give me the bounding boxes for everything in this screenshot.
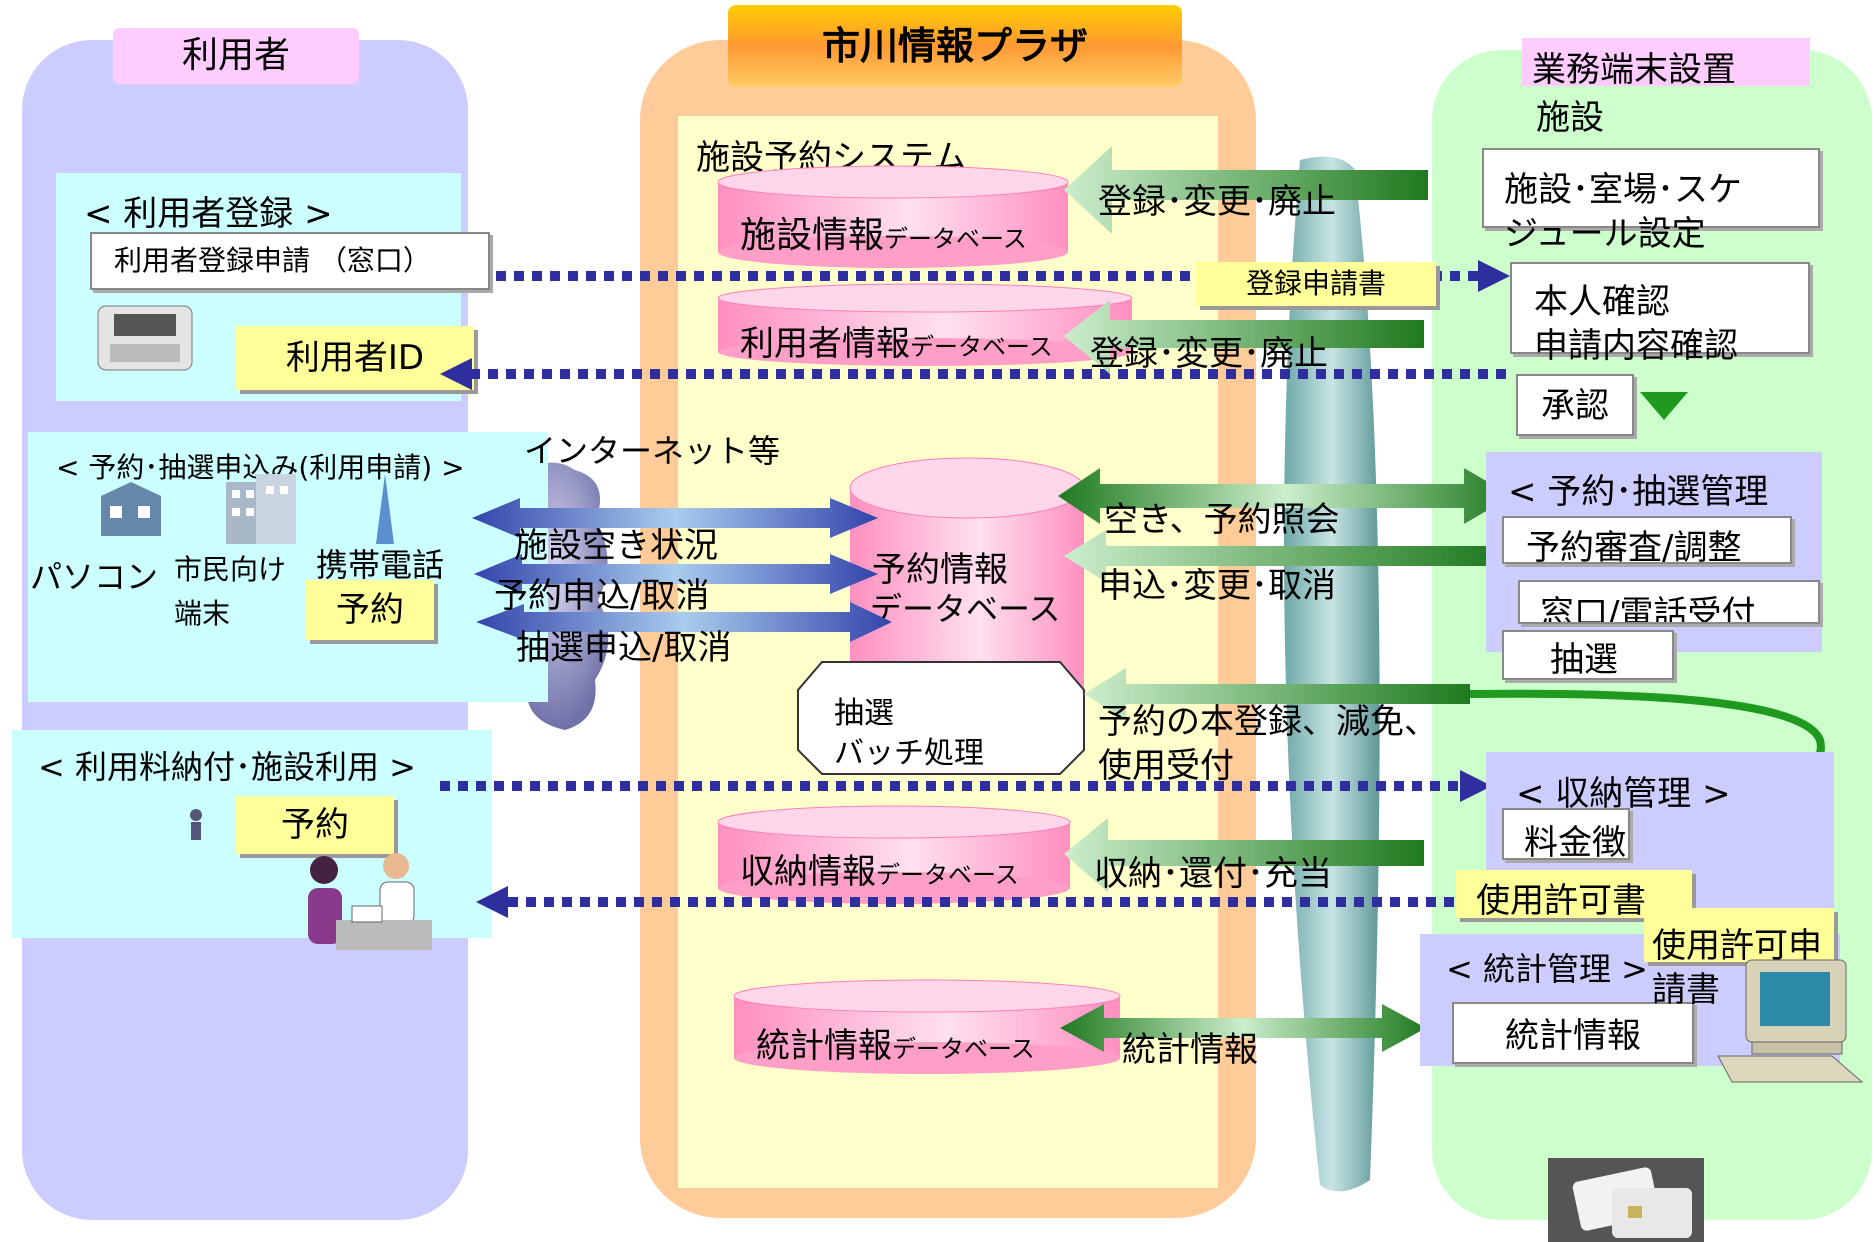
payment-db-cylinder [717, 805, 1071, 904]
center-header: 市川情報プラザ [728, 5, 1182, 87]
user-db-suffix: データベース [910, 333, 1053, 361]
batch-line2: バッチ処理 [834, 736, 984, 771]
facility-header [1522, 38, 1810, 86]
statistics-arrow [1060, 1004, 1426, 1052]
apply-label: 申込･変更･取消 [1098, 566, 1336, 606]
stats-mgmt-title: < 統計管理 > [1446, 950, 1648, 988]
payment-arrow [1064, 818, 1424, 892]
facility-header-line1: 業務端末設置 [1532, 50, 1736, 90]
statistics-db-cylinder [733, 979, 1121, 1074]
stats-box: 統計情報 [1452, 1002, 1694, 1064]
reservation-note: 予約 [306, 580, 434, 640]
statistics-db-name: 統計情報データベース [756, 1018, 1035, 1067]
mobile-tower-icon [370, 474, 400, 544]
approve-box: 承認 [1516, 374, 1634, 436]
device-icon [90, 300, 200, 380]
counter-service-icon [296, 848, 436, 960]
schedule-box [1482, 148, 1820, 228]
inquiry-label: 空き、予約照会 [1104, 500, 1340, 540]
reserve-arrow [474, 554, 878, 594]
pc-label: パソコン [30, 558, 159, 596]
mobile-label: 携帯電話 [316, 546, 445, 584]
final-registration-line1: 予約の本登録、減免、 [1098, 702, 1438, 742]
terminal-label-line1: 市民向け [174, 553, 287, 586]
person-icon [184, 808, 208, 842]
pc-icon [96, 476, 166, 544]
user-id-note: 利用者ID [236, 326, 474, 390]
lottery-box: 抽選 [1502, 630, 1674, 680]
payment-db-suffix: データベース [876, 861, 1019, 889]
statistics-db-name-text: 統計情報 [756, 1026, 892, 1066]
final-registration-line2: 使用受付 [1098, 746, 1234, 786]
schedule-line2: ジュール設定 [1504, 214, 1706, 254]
facility-update-label: 登録･変更･廃止 [1098, 182, 1336, 222]
counter-phone-box: 窓口/電話受付 [1518, 580, 1820, 624]
facility-db-suffix: データベース [884, 225, 1027, 253]
payment-db-name-text: 収納情報 [740, 852, 876, 892]
permit-request-note [1644, 908, 1834, 962]
apply-arrow [1064, 530, 1498, 582]
application-note: 登録申請書 [1196, 262, 1436, 306]
reservation-db-line1: 予約情報 [872, 550, 1008, 590]
statistics-db-suffix: データベース [892, 1035, 1035, 1063]
statistics-flow-label: 統計情報 [1122, 1030, 1258, 1070]
permit-request-line1: 使用許可申 [1652, 926, 1822, 966]
reservation-review-box: 予約審査/調整 [1502, 516, 1792, 568]
facility-db-name-text: 施設情報 [740, 215, 885, 256]
approve-arrowhead [1640, 392, 1688, 420]
card-photo-icon [1548, 1158, 1704, 1242]
internet-label: インターネット等 [524, 432, 781, 470]
payment-mgmt-title: < 収納管理 > [1516, 774, 1731, 814]
user-db-name: 利用者情報データベース [740, 316, 1053, 365]
final-registration-arrow [1084, 668, 1470, 720]
user-registration-title: < 利用者登録 > [84, 194, 333, 234]
permit-request-line2: 請書 [1652, 970, 1720, 1010]
payment-reservation-note: 予約 [236, 796, 394, 854]
user-header: 利用者 [113, 28, 359, 84]
user-update-arrow [1064, 300, 1424, 374]
confirm-box [1510, 262, 1810, 354]
user-id-arrowhead [440, 358, 472, 390]
computer-icon [1712, 956, 1868, 1086]
confirm-line1: 本人確認 [1534, 282, 1670, 322]
user-db-name-text: 利用者情報 [740, 324, 910, 364]
lottery-arrow [476, 602, 892, 642]
payment-arrowhead [1460, 770, 1492, 802]
permit-arrowhead [476, 886, 508, 918]
batch-octagon [797, 661, 1085, 775]
facility-db-cylinder [717, 165, 1069, 268]
inquiry-arrow [1058, 468, 1512, 524]
facility-db-name: 施設情報データベース [740, 206, 1027, 258]
reserve-label: 予約申込/取消 [494, 576, 710, 616]
schedule-line1: 施設･室場･スケ [1504, 170, 1742, 210]
terminal-label-line2: 端末 [174, 597, 231, 630]
fee-box: 料金徴 [1502, 808, 1630, 860]
confirm-line2: 申請内容確認 [1534, 326, 1738, 366]
user-registration-request-box: 利用者登録申請 （窓口） [90, 232, 490, 290]
vacancy-label: 施設空き状況 [514, 526, 718, 566]
facility-header-line2: 施設 [1536, 98, 1604, 138]
payment-title: < 利用料納付･施設利用 > [38, 748, 416, 786]
registration-arrowhead [1478, 260, 1510, 292]
user-db-cylinder [717, 283, 1133, 366]
lottery-label: 抽選申込/取消 [516, 628, 732, 668]
reservation-mgmt-title: < 予約･抽選管理 [1508, 472, 1769, 512]
vacancy-arrow [472, 498, 878, 538]
user-update-label: 登録･変更･廃止 [1090, 334, 1328, 374]
building-icon [216, 472, 306, 546]
batch-line1: 抽選 [834, 696, 894, 731]
network-column [1284, 156, 1380, 1192]
payment-flow-label: 収納･還付･充当 [1094, 854, 1332, 894]
payment-db-name: 収納情報データベース [740, 844, 1019, 893]
reservation-db-line2: データベース [870, 590, 1061, 628]
facility-update-arrow [1064, 146, 1428, 234]
